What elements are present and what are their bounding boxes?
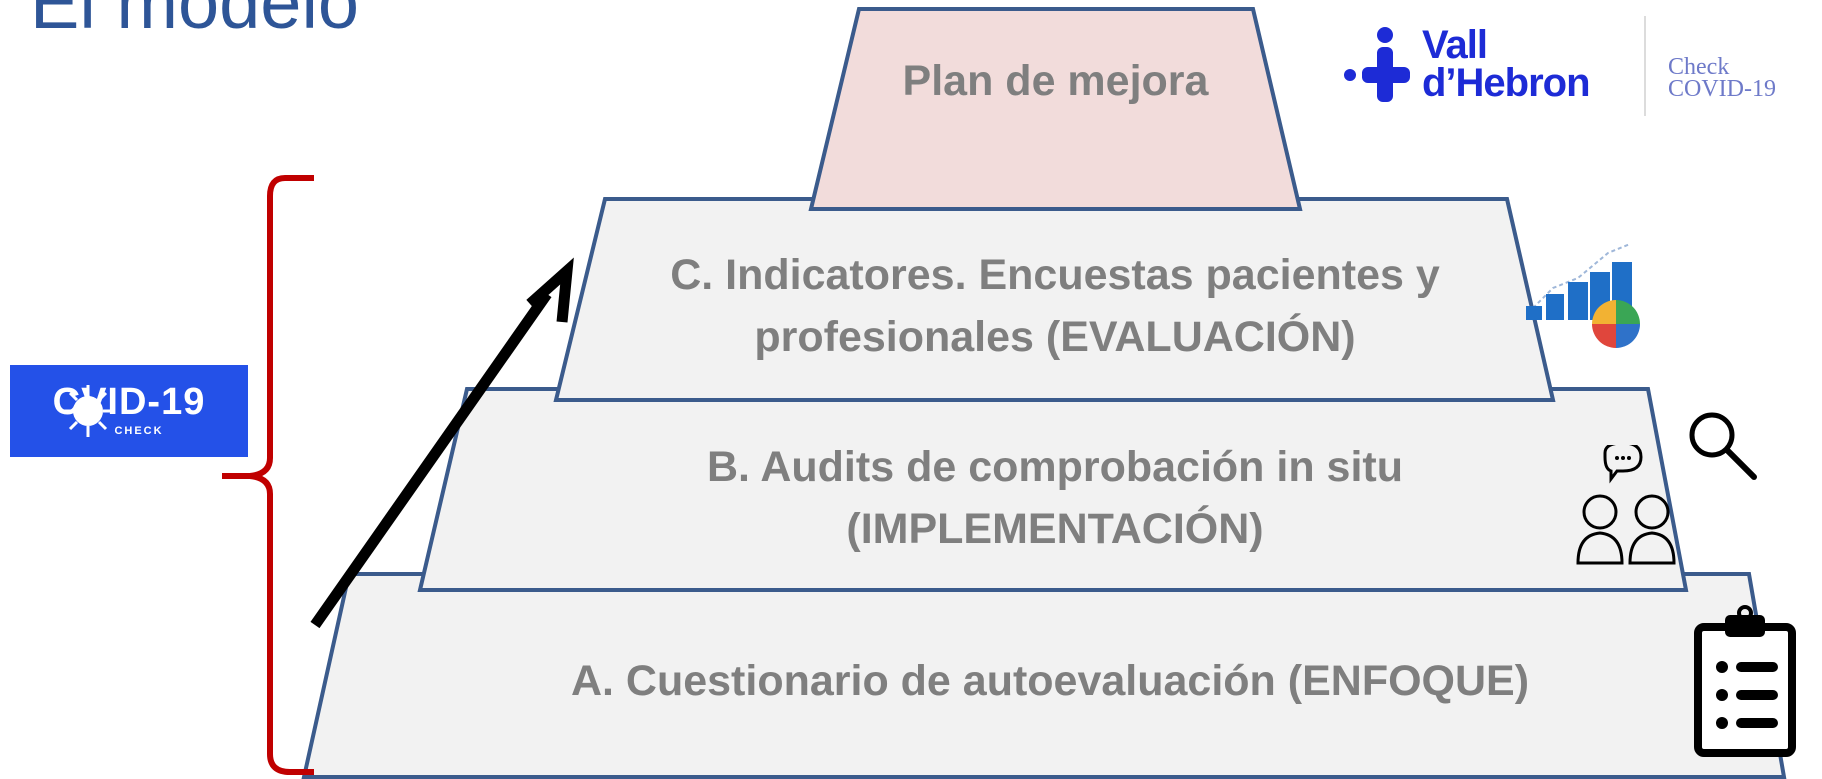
clipboard-list-icon bbox=[1694, 605, 1796, 757]
tier-top-shape bbox=[808, 7, 1303, 211]
virus-icon bbox=[62, 385, 114, 437]
bar-chart-pie-icon bbox=[1526, 243, 1640, 348]
tier-c-line-2: profesionales (EVALUACIÓN) bbox=[754, 313, 1356, 361]
people-talking-icon bbox=[1576, 445, 1676, 565]
tier-c-label: C. Indicatores. Encuestas pacientes y pr… bbox=[580, 244, 1530, 368]
vall-dhebron-logo: Vall d’Hebron Check COVID-19 bbox=[1340, 16, 1820, 120]
logo-check-line-2: COVID-19 bbox=[1668, 76, 1776, 102]
logo-line-2: d’Hebron bbox=[1422, 61, 1591, 105]
badge-main-text: CVID-19 bbox=[52, 381, 206, 423]
badge-sub-text: CHECK bbox=[114, 425, 164, 437]
arrow-shaft bbox=[310, 290, 552, 629]
bracket bbox=[222, 175, 314, 775]
tier-a-line-1: A. Cuestionario de autoevaluación (ENFOQ… bbox=[570, 657, 1530, 705]
logo-name: Vall d’Hebron bbox=[1422, 23, 1591, 105]
vall-dhebron-cross-icon bbox=[1344, 27, 1410, 102]
tier-b-line-1: B. Audits de comprobación in situ bbox=[707, 443, 1403, 491]
logo-divider bbox=[1644, 16, 1646, 116]
tier-b-label: B. Audits de comprobación in situ (IMPLE… bbox=[440, 436, 1670, 560]
tier-c-line-1: C. Indicatores. Encuestas pacientes y bbox=[670, 251, 1440, 299]
slide-title: El modelo bbox=[30, 0, 360, 44]
magnifier-icon bbox=[1689, 412, 1757, 480]
logo-line-1: Vall bbox=[1422, 23, 1488, 67]
tier-top-label: Plan de mejora bbox=[811, 50, 1300, 112]
tier-b-line-2: (IMPLEMENTACIÓN) bbox=[846, 505, 1264, 553]
covid19-check-badge: CVID-19 CHECK bbox=[10, 365, 248, 457]
arrow-head bbox=[526, 257, 574, 323]
logo-check-line-1: Check bbox=[1668, 54, 1730, 80]
tier-a-label: A. Cuestionario de autoevaluación (ENFOQ… bbox=[330, 650, 1770, 712]
logo-check-covid: Check COVID-19 bbox=[1668, 54, 1776, 102]
tier-top-text: Plan de mejora bbox=[902, 57, 1209, 105]
